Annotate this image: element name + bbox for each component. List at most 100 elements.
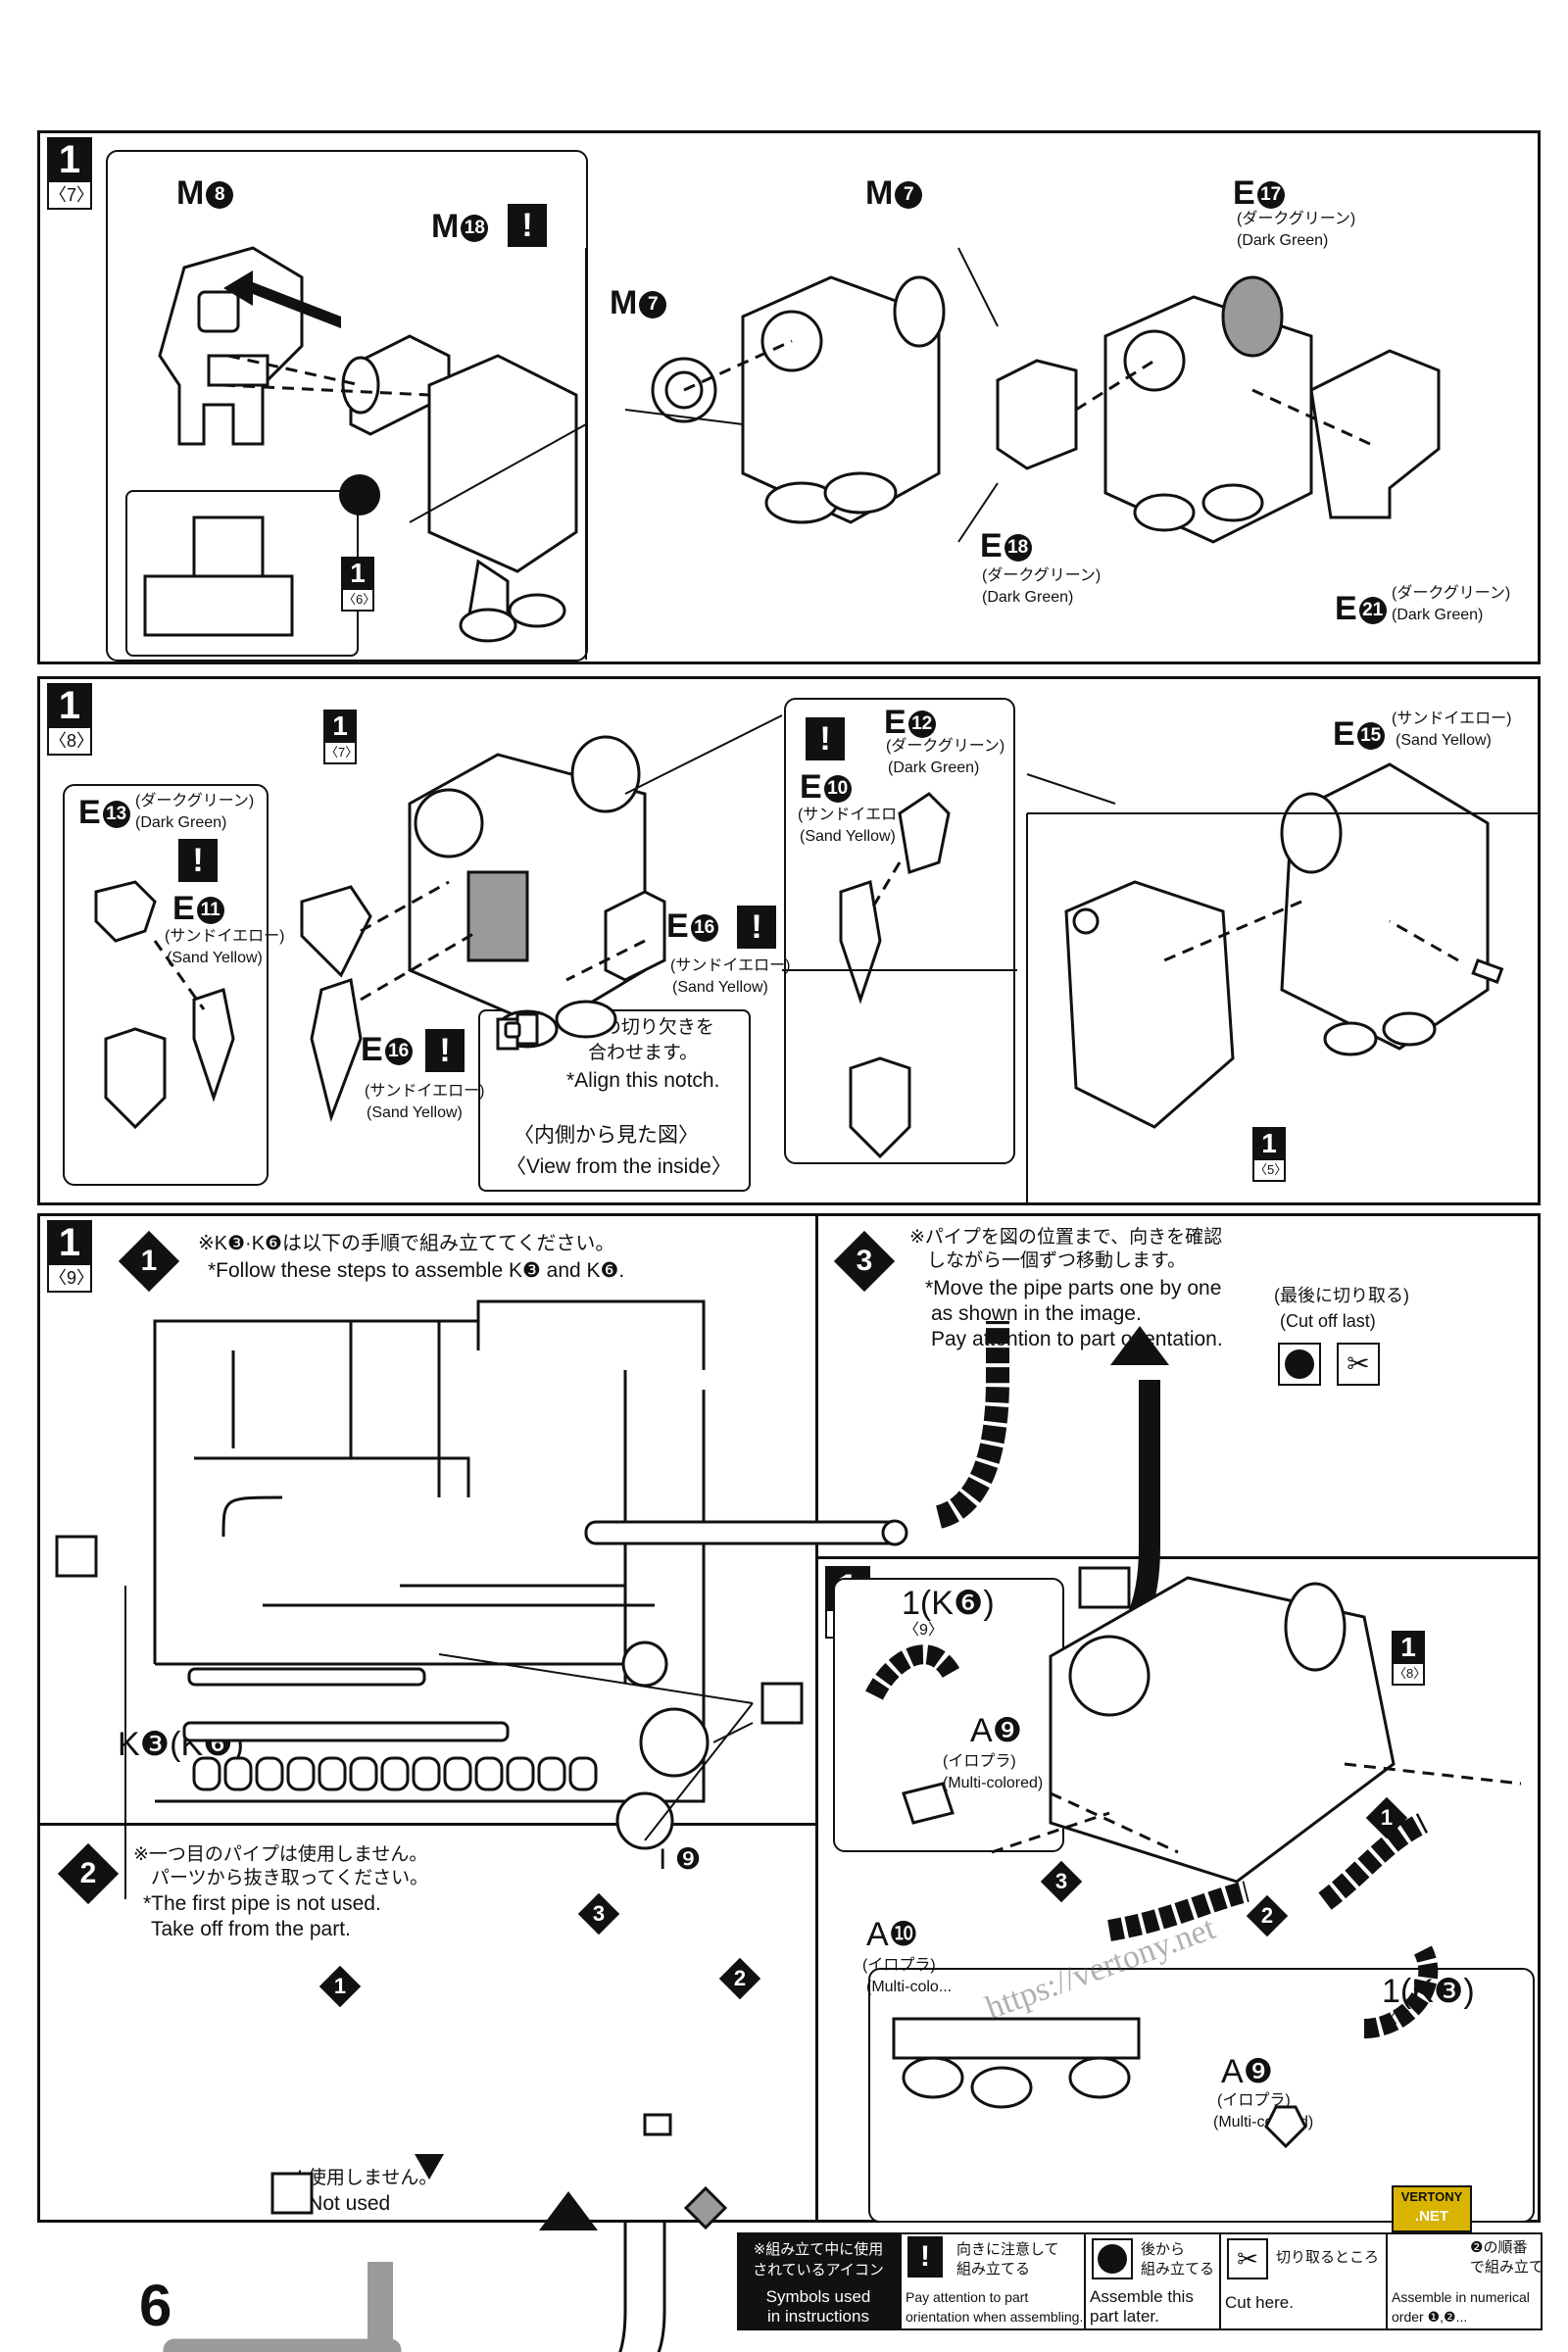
- color-jp: (イロプラ): [1217, 2092, 1291, 2109]
- color-en: (Dark Green): [135, 814, 227, 831]
- color-jp: (ダークグリーン): [982, 567, 1102, 584]
- orientation-warning-icon: !: [508, 204, 547, 247]
- s2-note-en: Take off from the part.: [151, 1918, 351, 1940]
- color-jp: (サンドイエロー): [798, 807, 918, 823]
- seq-2-num: 2: [79, 1857, 97, 1889]
- part-i9-label: I ❾: [659, 1843, 702, 1876]
- assemble-later-icon: [339, 474, 380, 515]
- substep-number: 〈7〉: [47, 182, 94, 210]
- inside-view-jp: 〈内側から見た図〉: [514, 1124, 699, 1147]
- seq-1-num: 1: [333, 1974, 347, 1998]
- legend-item-assemble-later: 後から 組み立てる Assemble this part later.: [1084, 2232, 1219, 2330]
- seq-1-num: 1: [1380, 1805, 1394, 1830]
- color-en: (Sand Yellow): [167, 950, 263, 966]
- color-en: (Dark Green): [888, 760, 980, 776]
- s2-note-en: *The first pipe is not used.: [143, 1892, 381, 1915]
- orientation-warning-icon: !: [178, 839, 218, 882]
- ref-step-badge: 1 〈8〉: [1392, 1631, 1426, 1709]
- legend-item-cut-here: ✂ 切り取るところ Cut here.: [1219, 2232, 1386, 2330]
- step9-divider-v: [815, 1213, 818, 2223]
- step9-badge: 1 〈9〉: [47, 1220, 94, 1298]
- cut-here-icon: ✂: [1227, 2238, 1268, 2279]
- assemble-later-icon: [1092, 2238, 1133, 2279]
- legend-header: ※組み立て中に使用 されているアイコン Symbols used in inst…: [737, 2232, 900, 2330]
- s3-note-en: *Move the pipe parts one by one: [925, 1277, 1222, 1299]
- legend-header-en: Symbols used: [765, 2287, 871, 2306]
- step9-divider-h2: [815, 1556, 1541, 1559]
- color-jp: (ダークグリーン): [1237, 211, 1356, 227]
- step8-badge: 1 〈8〉: [47, 683, 94, 761]
- step9-divider-h: [37, 1823, 817, 1826]
- ref-step-badge: 1 〈7〉: [323, 710, 358, 788]
- s1-note-en: *Follow these steps to assemble K❸ and K…: [208, 1259, 625, 1282]
- watermark-logo: VERTONY .NET: [1392, 2185, 1472, 2232]
- legend-header-en: in instructions: [767, 2307, 869, 2326]
- part-a9-label: A❾: [1221, 2053, 1274, 2090]
- color-en: (Dark Green): [1392, 607, 1484, 623]
- orientation-warning-icon: !: [425, 1029, 465, 1072]
- page-number: 6: [139, 2273, 172, 2338]
- color-jp: (サンドイエロー): [1392, 710, 1512, 727]
- color-jp: (イロプラ): [943, 1753, 1016, 1770]
- color-jp: (ダークグリーン): [135, 793, 255, 809]
- color-en: (Dark Green): [1237, 232, 1329, 249]
- assemble-later-icon: [1278, 1343, 1321, 1386]
- s3-note-en: as shown in the image.: [931, 1302, 1142, 1325]
- k6-ref-label: 1(K❻): [902, 1585, 995, 1622]
- not-used-jp: ※使用しません。: [292, 2168, 438, 2188]
- color-jp: (イロプラ): [862, 1957, 936, 1974]
- s3-note-jp: ※パイプを図の位置まで、向きを確認: [909, 1227, 1223, 1248]
- seq-2-num: 2: [733, 1966, 747, 1990]
- legend-header-jp: されているアイコン: [753, 2262, 884, 2278]
- ref-step-badge: 1 〈6〉: [341, 557, 375, 635]
- notch-note-en: *Align this notch.: [566, 1069, 720, 1092]
- step7-artwork: [143, 246, 1441, 660]
- logo-line: .NET: [1414, 2208, 1449, 2225]
- inside-view-en: 〈View from the inside〉: [506, 1155, 732, 1178]
- color-en: (Sand Yellow): [1396, 732, 1492, 749]
- step9-artwork: [55, 1299, 1169, 2352]
- color-jp: (サンドイエロー): [165, 928, 285, 945]
- s2-note-jp: ※一つ目のパイプは使用しません。: [133, 1844, 428, 1865]
- s1-note-jp: ※K❸·K❻は以下の手順で組み立ててください。: [198, 1233, 615, 1254]
- k6-ref-sub: 〈9〉: [904, 1622, 944, 1639]
- seq-3-num: 3: [1054, 1869, 1068, 1893]
- step8-left-detail: [63, 784, 269, 1186]
- color-jp: (ダークグリーン): [1392, 585, 1511, 602]
- legend-item-numerical-order: ❷の順番 で組み立て Assemble in numerical order ❶…: [1386, 2232, 1544, 2330]
- step-number: 1: [47, 137, 92, 182]
- orientation-warning-icon: !: [737, 906, 776, 949]
- seq-3-num: 3: [856, 1245, 873, 1277]
- color-en: (Dark Green): [982, 589, 1074, 606]
- logo-line: VERTONY: [1400, 2189, 1463, 2204]
- part-a10-label: A❿: [866, 1916, 919, 1953]
- s3-note-jp: しながら一個ずつ移動します。: [927, 1250, 1187, 1271]
- seq-2-num: 2: [1260, 1903, 1274, 1928]
- s2-note-jp: パーツから抜き取ってください。: [151, 1868, 429, 1888]
- orientation-warning-icon: !: [907, 2236, 943, 2278]
- color-jp: (ダークグリーン): [886, 738, 1005, 755]
- cut-last-en: (Cut off last): [1280, 1311, 1376, 1331]
- part-a9-label: A❾: [970, 1712, 1023, 1749]
- color-jp: (サンドイエロー): [670, 957, 791, 974]
- color-en: (Sand Yellow): [800, 828, 896, 845]
- orientation-warning-icon: !: [806, 717, 845, 760]
- cut-here-icon: ✂: [1337, 1343, 1380, 1386]
- legend-header-jp: ※組み立て中に使用: [753, 2241, 884, 2258]
- notch-note-jp: 合わせます。: [588, 1043, 699, 1063]
- ref-step-badge: 1 〈5〉: [1252, 1127, 1287, 1205]
- color-en: (Multi-colo...: [866, 1979, 953, 1995]
